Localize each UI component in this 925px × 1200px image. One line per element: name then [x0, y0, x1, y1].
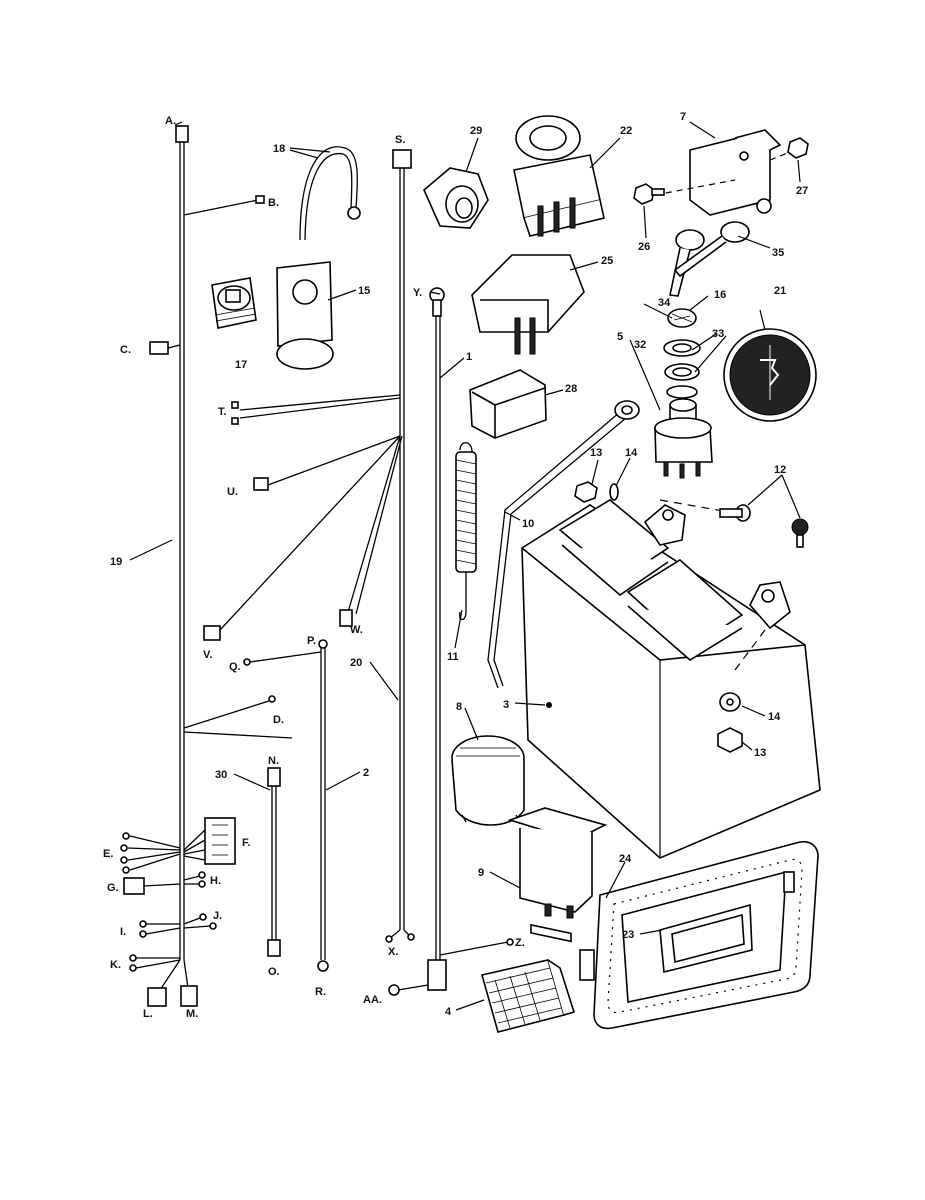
- callout-f: F.: [242, 837, 251, 849]
- bolt-12: [719, 504, 809, 548]
- part-number-27: 27: [796, 185, 808, 197]
- part-number-15: 15: [358, 285, 370, 297]
- callout-n: N.: [268, 755, 279, 767]
- part-number-28: 28: [565, 383, 577, 395]
- regulator-22: [513, 115, 605, 237]
- callout-o: O.: [268, 966, 280, 978]
- part-number-7: 7: [680, 111, 686, 123]
- callout-j: J.: [213, 910, 222, 922]
- callout-h: H.: [210, 875, 221, 887]
- socket-17: [211, 277, 257, 329]
- part-number-30: 30: [215, 769, 227, 781]
- callout-w: W.: [350, 624, 363, 636]
- callout-l: L.: [143, 1008, 153, 1020]
- part-number-18: 18: [273, 143, 285, 155]
- callout-t: T.: [218, 406, 227, 418]
- ignition-switch-5: [654, 308, 713, 479]
- part-number-1: 1: [466, 351, 472, 363]
- part-number-33: 33: [712, 328, 724, 340]
- callout-c: C.: [120, 344, 131, 356]
- callout-b: B.: [268, 197, 279, 209]
- callout-v: V.: [203, 649, 212, 661]
- switch-25: [471, 254, 585, 355]
- screw-26: [633, 183, 665, 205]
- part-number-9: 9: [478, 867, 484, 879]
- spring-11: [455, 442, 477, 621]
- part-number-25: 25: [601, 255, 613, 267]
- nut-13-upper: [574, 481, 598, 503]
- part-number-13-lower: 13: [754, 747, 766, 759]
- washer-14-upper: [609, 483, 619, 501]
- part-numbers: 1 2 3 4 5 7 8 9 10 11 12 13 13 14 14 15 …: [110, 111, 808, 1018]
- nut-27: [787, 137, 809, 159]
- part-number-14-upper: 14: [625, 447, 638, 459]
- part-number-21: 21: [774, 285, 786, 297]
- cover-28: [469, 369, 547, 439]
- part-number-12: 12: [774, 464, 786, 476]
- gauge-21: [723, 328, 817, 422]
- battery-3: [521, 499, 821, 859]
- callout-aa: AA.: [363, 994, 382, 1006]
- knob-29: [423, 167, 489, 229]
- callout-z: Z.: [515, 937, 525, 949]
- main-wiring-harness: [120, 125, 293, 1007]
- part-number-3: 3: [503, 699, 509, 711]
- callout-k: K.: [110, 959, 121, 971]
- part-number-23: 23: [622, 929, 634, 941]
- part-number-4: 4: [445, 1006, 452, 1018]
- part-number-14-lower: 14: [768, 711, 781, 723]
- cable-30: [267, 767, 281, 957]
- part-number-16: 16: [714, 289, 726, 301]
- callout-i: I.: [120, 926, 126, 938]
- bracket-15: [276, 261, 334, 370]
- part-number-2: 2: [363, 767, 369, 779]
- callout-q: Q.: [229, 661, 241, 673]
- part-number-13-upper: 13: [590, 447, 602, 459]
- part-number-17: 17: [235, 359, 247, 371]
- cable-2: [243, 639, 329, 972]
- part-number-5: 5: [617, 331, 623, 343]
- callout-x: X.: [388, 946, 398, 958]
- callout-m: M.: [186, 1008, 198, 1020]
- rod-10: [487, 400, 640, 689]
- leader-lines: [129, 121, 801, 1011]
- callout-g: G.: [107, 882, 119, 894]
- cable-1: [388, 287, 514, 996]
- panel-24: [579, 840, 819, 1030]
- part-number-29: 29: [470, 125, 482, 137]
- part-number-11: 11: [447, 651, 459, 663]
- callout-y: Y.: [413, 287, 422, 299]
- part-number-19: 19: [110, 556, 122, 568]
- part-number-32: 32: [634, 339, 646, 351]
- part-number-35: 35: [772, 247, 784, 259]
- center-wiring-harness: [203, 149, 415, 943]
- part-number-24: 24: [619, 853, 632, 865]
- part-number-26: 26: [638, 241, 650, 253]
- callout-p: P.: [307, 635, 316, 647]
- callout-s: S.: [395, 134, 405, 146]
- part-number-22: 22: [620, 125, 632, 137]
- callout-e: E.: [103, 848, 113, 860]
- callout-u: U.: [227, 486, 238, 498]
- nut-13-lower: [717, 727, 743, 753]
- housing-7: [654, 129, 791, 216]
- part-number-34: 34: [658, 297, 671, 309]
- callout-r: R.: [315, 986, 326, 998]
- flasher-9: [507, 807, 608, 943]
- keys-35: [669, 221, 750, 297]
- part-number-20: 20: [350, 657, 362, 669]
- callout-d: D.: [273, 714, 284, 726]
- lamp-4: [481, 959, 576, 1033]
- part-number-8: 8: [456, 701, 462, 713]
- horn-8: [451, 735, 525, 826]
- loop-cable-18: [299, 146, 359, 241]
- callout-letters: A. B. C. D. E. F. G. H. I. J. K. L. M. N…: [103, 115, 525, 1020]
- part-number-10: 10: [522, 518, 534, 530]
- callout-a: A.: [165, 115, 176, 127]
